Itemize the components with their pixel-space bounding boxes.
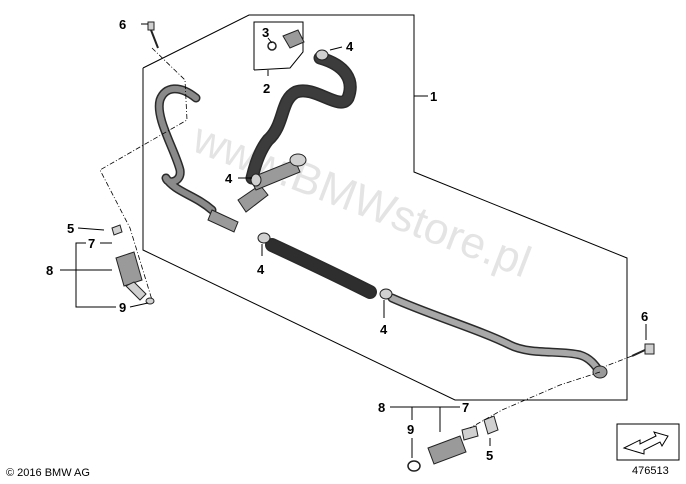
callout-8-lower: 8 [378, 400, 385, 415]
copyright-text: © 2016 BMW AG [6, 467, 90, 479]
callout-5-lower: 5 [486, 448, 493, 463]
arrow-icon [622, 431, 669, 455]
injector-icon-lower [407, 415, 499, 472]
callout-4-mid: 4 [257, 262, 265, 277]
callouts: 6 3 2 4 1 4 4 4 5 7 8 9 6 8 7 9 5 [46, 17, 648, 463]
diagram-number: 476513 [632, 465, 669, 477]
connector-icon [267, 29, 305, 51]
callout-6-top: 6 [119, 17, 126, 32]
callout-7-left: 7 [88, 236, 95, 251]
orientation-box [616, 423, 680, 461]
clamp-icon-mid [257, 232, 271, 244]
callout-4-left: 4 [225, 171, 233, 186]
leader-lines [60, 23, 647, 458]
callout-7-lower: 7 [462, 400, 469, 415]
subassembly-bracket [253, 21, 304, 71]
callout-1: 1 [430, 89, 437, 104]
left-return-hose [154, 84, 217, 215]
screw-icon-upper [147, 21, 159, 49]
clamp-icon-mid-left [250, 173, 262, 187]
assembly-line-left [99, 47, 188, 301]
callout-8-left: 8 [46, 263, 53, 278]
long-right-hose [387, 293, 608, 379]
assembly-line-screw [605, 355, 633, 367]
tee-fitting [207, 153, 307, 233]
callout-6-right: 6 [641, 309, 648, 324]
callout-4-right: 4 [380, 322, 388, 337]
callout-3: 3 [262, 25, 269, 40]
clamp-icon-right [379, 288, 393, 300]
assembly-boundary [142, 14, 628, 401]
callout-9-left: 9 [119, 300, 126, 315]
callout-5-left: 5 [67, 221, 74, 236]
injector-icon-left [111, 224, 155, 305]
callout-4-upper: 4 [346, 39, 354, 54]
screw-icon-lower [631, 343, 655, 357]
callout-2: 2 [263, 81, 270, 96]
callout-9-lower: 9 [407, 422, 414, 437]
middle-hose [265, 238, 377, 299]
upper-hose [245, 51, 357, 185]
assembly-line-lower [469, 371, 601, 429]
clamp-icon-upper [315, 49, 329, 61]
